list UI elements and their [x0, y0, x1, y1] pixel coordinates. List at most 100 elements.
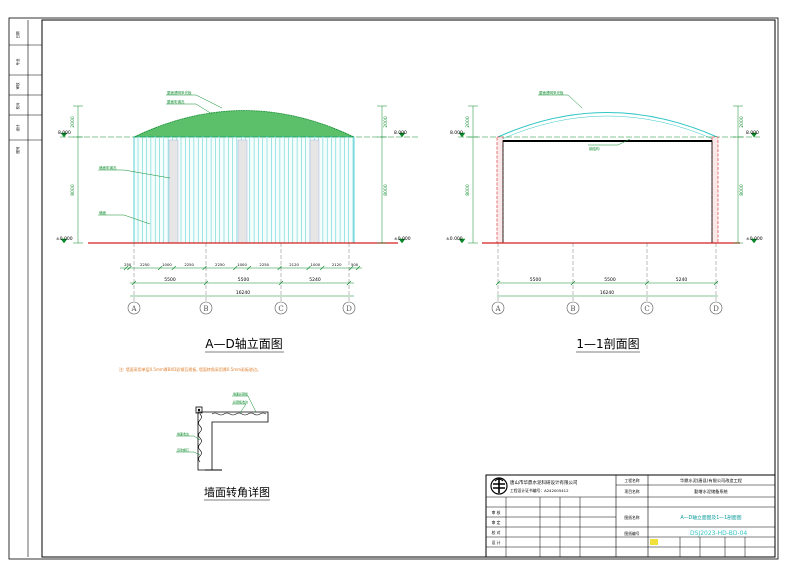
dim-tick — [202, 265, 207, 271]
axis-bubble — [199, 301, 213, 315]
dim-label: 5500 — [238, 277, 250, 283]
detail-wavy-edge — [198, 413, 202, 463]
dim-label: 5500 — [164, 277, 176, 283]
dim-label: 1000 — [237, 262, 247, 267]
elevation-callout: 屋面彩钢瓦 — [167, 99, 185, 104]
detail-title: 墙面转角详图 — [204, 485, 270, 499]
company-logo — [490, 477, 508, 495]
section-level-height-right: 8000 — [739, 184, 745, 196]
section-level-ground: ±0.000 — [446, 236, 463, 242]
elevation-level-mid-right: 8.000 — [394, 130, 407, 136]
corner-detail: 彩钢板收边 墙面彩钢板 墙面收边 自攻螺钉 墙面转角详图 — [176, 391, 270, 501]
dim-label: 5500 — [604, 277, 616, 283]
elevation-view: 2000 8000 8.000 ±0.000 2000 8000 8.000 ±… — [56, 90, 420, 353]
detail-label: 彩钢板收边 — [233, 399, 248, 404]
elevation-level-height: 8000 — [70, 184, 76, 196]
elevation-level-top: 2000 — [70, 116, 76, 128]
strip-label: 专业 — [15, 58, 20, 65]
section-column-right — [711, 136, 719, 244]
tb-row-label: 审 定 — [492, 520, 501, 525]
section-level-top: 2000 — [465, 116, 471, 128]
section-view: 2000 8000 8.000 ±0.000 2000 8000 8.000 ±… — [446, 90, 763, 353]
dim-label: 5240 — [676, 277, 688, 283]
dim-label: 2250 — [259, 262, 269, 267]
dim-label: 1000 — [162, 262, 172, 267]
dim-label: 2120 — [289, 262, 299, 267]
section-frame — [502, 140, 713, 244]
left-strip: 日期 专业 审核 校对 设计 图号 — [9, 20, 42, 557]
dim-label: 2120 — [332, 262, 342, 267]
dim-label: 250 — [124, 262, 132, 267]
section-level-top-right: 2000 — [739, 116, 745, 128]
dim-tick — [320, 265, 325, 271]
detail-label: 墙面收边 — [177, 431, 189, 436]
dim-label: 2250 — [215, 262, 225, 267]
detail-label: 自攻螺钉 — [177, 447, 189, 452]
axis-label: C — [278, 305, 283, 313]
elevation-skylight — [237, 139, 248, 244]
axis-label: D — [346, 305, 352, 313]
dim-label: 500 — [351, 262, 359, 267]
section-level-marks — [458, 105, 758, 244]
section-callout-leaders — [538, 94, 631, 146]
tb-row-label: 审 核 — [492, 510, 501, 515]
strip-label: 图号 — [15, 146, 20, 153]
elevation-total-dim: 16240 — [236, 290, 250, 296]
axis-label: B — [570, 305, 575, 313]
drawing-frame — [41, 19, 776, 558]
axis-bubble — [566, 301, 580, 315]
section-level-mid: 8.000 — [450, 130, 463, 136]
detail-label: 墙面彩钢板 — [233, 391, 248, 396]
drawing-value: A—D轴立面图及1—1剖面图 — [680, 514, 741, 521]
item-value: 勤增水泥储备系统 — [694, 488, 728, 495]
number-label: 图纸编号 — [624, 531, 639, 536]
elevation-level-marks — [60, 105, 406, 244]
elevation-title: A—D轴立面图 — [205, 336, 282, 351]
section-column-left — [496, 136, 504, 244]
section-roof-inner — [501, 115, 714, 140]
item-label: 项目名称 — [624, 489, 639, 494]
section-callout: 屋面透明采光板 — [539, 90, 564, 95]
section-dimension-lines — [497, 282, 718, 297]
elevation-level-mid: 8.000 — [58, 130, 71, 136]
tb-row-label: 设 计 — [492, 540, 501, 545]
date-highlight — [650, 539, 658, 545]
section-roof-arch — [497, 112, 718, 138]
section-callout: 钢结构 — [589, 146, 600, 151]
strip-label: 日期 — [15, 31, 20, 38]
section-title: 1—1剖面图 — [576, 337, 639, 351]
section-level-height: 8000 — [465, 184, 471, 196]
elevation-axis-bubbles: A B C D — [127, 243, 356, 315]
dim-tick — [348, 265, 354, 271]
axis-bubble — [640, 301, 654, 315]
axis-bubble — [709, 301, 723, 315]
detail-leaders — [176, 395, 257, 456]
elevation-level-top-right: 2000 — [383, 116, 389, 128]
dim-tick — [277, 265, 282, 271]
section-level-ground-right: ±0.000 — [746, 236, 763, 242]
elevation-roof-hatch — [133, 110, 355, 138]
company-name: 唐山市华鼎水泥科研设计有限公司 — [510, 479, 578, 486]
strip-label: 设计 — [15, 124, 20, 131]
detail-top-wave — [211, 412, 267, 416]
dim-label: 2250 — [140, 262, 150, 267]
project-value: 华鼎水泥(唐县)有限公司改造工程 — [680, 477, 743, 484]
axis-label: A — [130, 305, 137, 313]
axis-label: C — [644, 305, 649, 313]
dim-tick — [246, 265, 252, 271]
elevation-level-ground-right: ±0.000 — [394, 236, 411, 242]
tb-row-label: 校 对 — [492, 530, 501, 535]
dim-tick — [171, 265, 177, 271]
detail-flashing — [197, 411, 269, 471]
axis-bubble — [342, 301, 356, 315]
company-license: 工程设计证书编号：A242005412 — [510, 488, 569, 493]
dim-tick — [233, 265, 238, 271]
elevation-callout: 屋面透明采光板 — [167, 90, 192, 95]
axis-label: B — [203, 305, 208, 313]
elevation-level-ground: ±0.000 — [56, 236, 73, 242]
